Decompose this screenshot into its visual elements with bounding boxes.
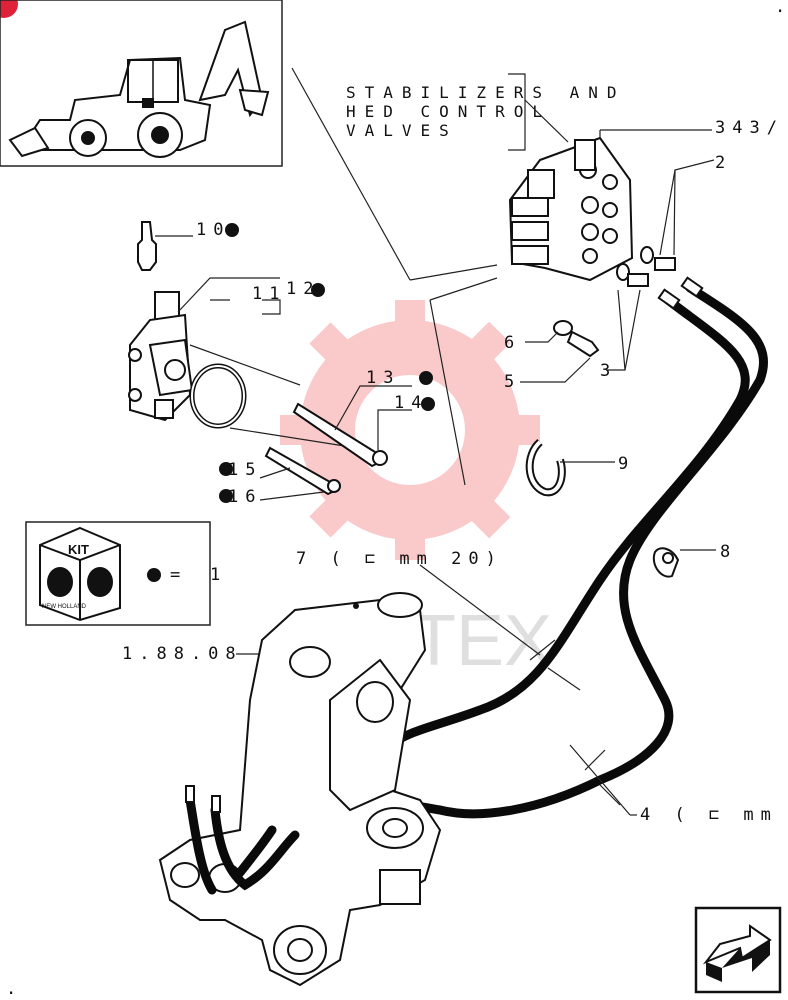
callout-8: 8 — [720, 542, 730, 562]
kit-badge-text: KIT — [68, 542, 89, 557]
fitting-2 — [640, 246, 676, 271]
frame-hoses — [185, 785, 300, 895]
callout-10: 10 — [196, 220, 230, 240]
callout-2: 2 — [715, 153, 725, 173]
callout-12: 12 — [286, 279, 320, 299]
callout-4: 4 ( ⊏ mm 17 — [640, 805, 788, 825]
ref-343: 343/ — [715, 118, 784, 138]
hydraulic-hoses — [375, 276, 768, 819]
frame-grease-nipple — [353, 603, 359, 609]
callout-3: 3 — [600, 361, 610, 381]
o-ring-12 — [189, 363, 247, 429]
bolt-13 — [292, 402, 388, 468]
kit-dot-13 — [419, 371, 433, 385]
assembly-title-line-1: STABILIZERS AND — [346, 83, 626, 102]
kit-cube-icon: KIT NEW HOLLAND — [39, 526, 121, 622]
kit-dot-12 — [311, 283, 325, 297]
assembly-title-line-2: HED CONTROL — [346, 102, 551, 121]
corner-mark-icon — [0, 0, 18, 18]
control-valve-block — [508, 136, 634, 282]
machine-illustration-frame — [0, 0, 283, 167]
bottom-dot: . — [6, 979, 16, 999]
kit-dot-14 — [421, 397, 435, 411]
hose-clamp-9 — [525, 438, 566, 497]
valve-body-11 — [128, 291, 194, 422]
kit-legend-dot — [147, 568, 161, 582]
watermark-gear-icon — [280, 300, 540, 560]
kit-dot-15 — [219, 462, 233, 476]
bolt-5 — [566, 330, 600, 358]
callout-7: 7 ( ⊏ mm 20) — [296, 549, 503, 569]
valve-fitting-10 — [137, 221, 157, 271]
callout-15: 15 — [228, 460, 262, 480]
hose-clip-8 — [652, 547, 680, 578]
top-dot: . — [775, 0, 785, 17]
callout-16: 16 — [228, 487, 262, 507]
callout-13: 13 — [366, 368, 400, 388]
washer-6 — [553, 320, 573, 336]
callout-5: 5 — [504, 372, 514, 392]
fitting-3 — [616, 263, 649, 287]
kit-brand-text: NEW HOLLAND — [42, 604, 87, 610]
callout-9: 9 — [618, 454, 628, 474]
callout-11: 11 — [252, 284, 286, 304]
bolt-15 — [264, 446, 341, 496]
ref-1-88-08: 1.88.08 — [122, 644, 243, 664]
kit-dot-16 — [219, 489, 233, 503]
callout-1: 1 — [210, 565, 220, 585]
swing-frame — [158, 592, 442, 987]
kit-legend-equals: = — [170, 565, 180, 585]
kit-dot-10 — [225, 223, 239, 237]
kit-legend-box — [25, 521, 211, 626]
next-page-arrow-icon[interactable] — [694, 906, 782, 994]
backhoe-loader-icon — [8, 20, 270, 158]
assembly-title-line-3: VALVES — [346, 121, 458, 140]
callout-6: 6 — [504, 333, 514, 353]
callout-14: 14 — [394, 393, 428, 413]
